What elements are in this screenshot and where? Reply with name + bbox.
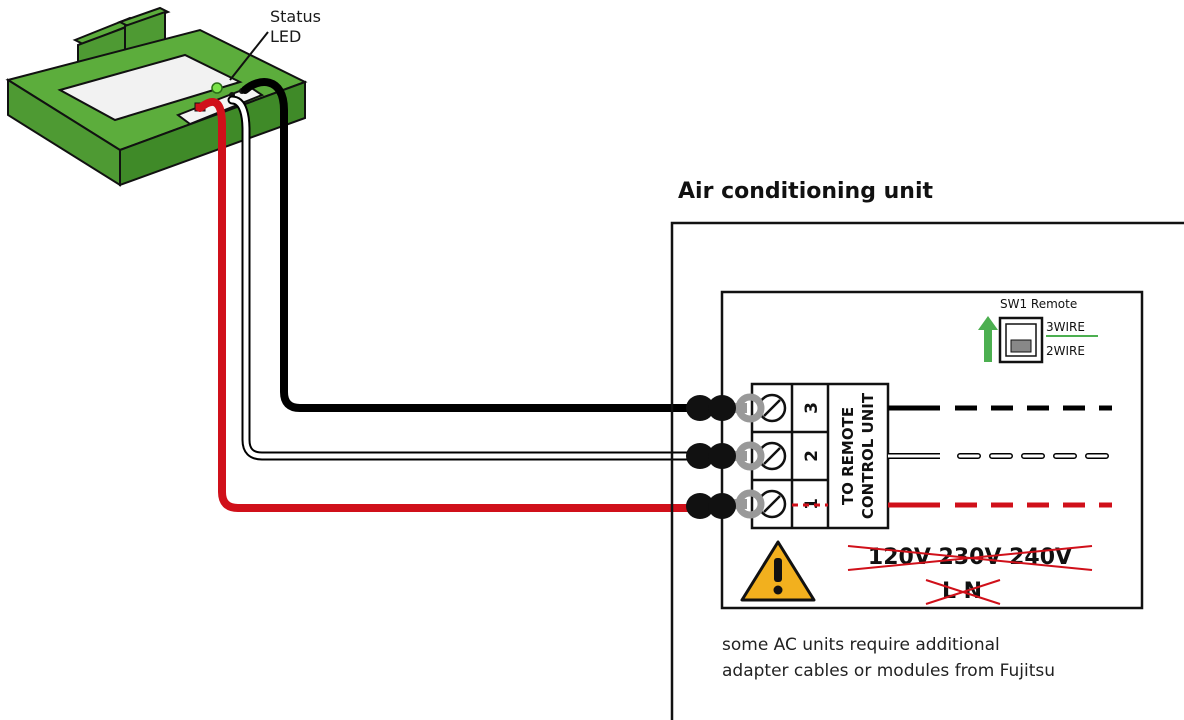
red-wire xyxy=(196,98,694,512)
arrow-up-icon xyxy=(978,316,998,362)
ac-unit-title: Air conditioning unit xyxy=(678,179,933,204)
sw1-switch: SW1 Remote 3WIRE 2WIRE xyxy=(978,297,1098,364)
sw1-option-2wire: 2WIRE xyxy=(1046,344,1085,358)
voltage-strikeout xyxy=(847,545,1093,571)
terminal-number-2: 2 xyxy=(802,450,822,462)
note-line2: adapter cables or modules from Fujitsu xyxy=(722,661,1055,681)
sw1-option-3wire: 3WIRE xyxy=(1046,320,1085,334)
terminal-label-line2: CONTROL UNIT xyxy=(859,392,877,519)
black-wire xyxy=(241,78,694,412)
terminal-label-line1: TO REMOTE xyxy=(839,407,857,505)
status-led xyxy=(211,82,223,94)
warning-icon xyxy=(740,540,816,602)
ac-unit-outline xyxy=(670,221,1184,720)
white-wire-outline xyxy=(227,95,695,461)
continuation-wires xyxy=(792,405,1113,508)
terminal-number-3: 3 xyxy=(802,402,822,414)
line-neutral-strikeout xyxy=(925,579,1001,605)
status-led-label-line1: Status xyxy=(270,7,321,26)
status-led-pointer xyxy=(229,31,269,81)
status-led-label-line2: LED xyxy=(270,27,301,46)
white-wire xyxy=(229,97,693,459)
adapter-module xyxy=(5,6,308,187)
wire-connectors xyxy=(686,393,765,519)
screw-icon xyxy=(757,393,787,423)
terminal-number-1: 1 xyxy=(802,498,822,510)
sw1-label: SW1 Remote xyxy=(1000,297,1077,311)
note-line1: some AC units require additional xyxy=(722,635,1000,655)
